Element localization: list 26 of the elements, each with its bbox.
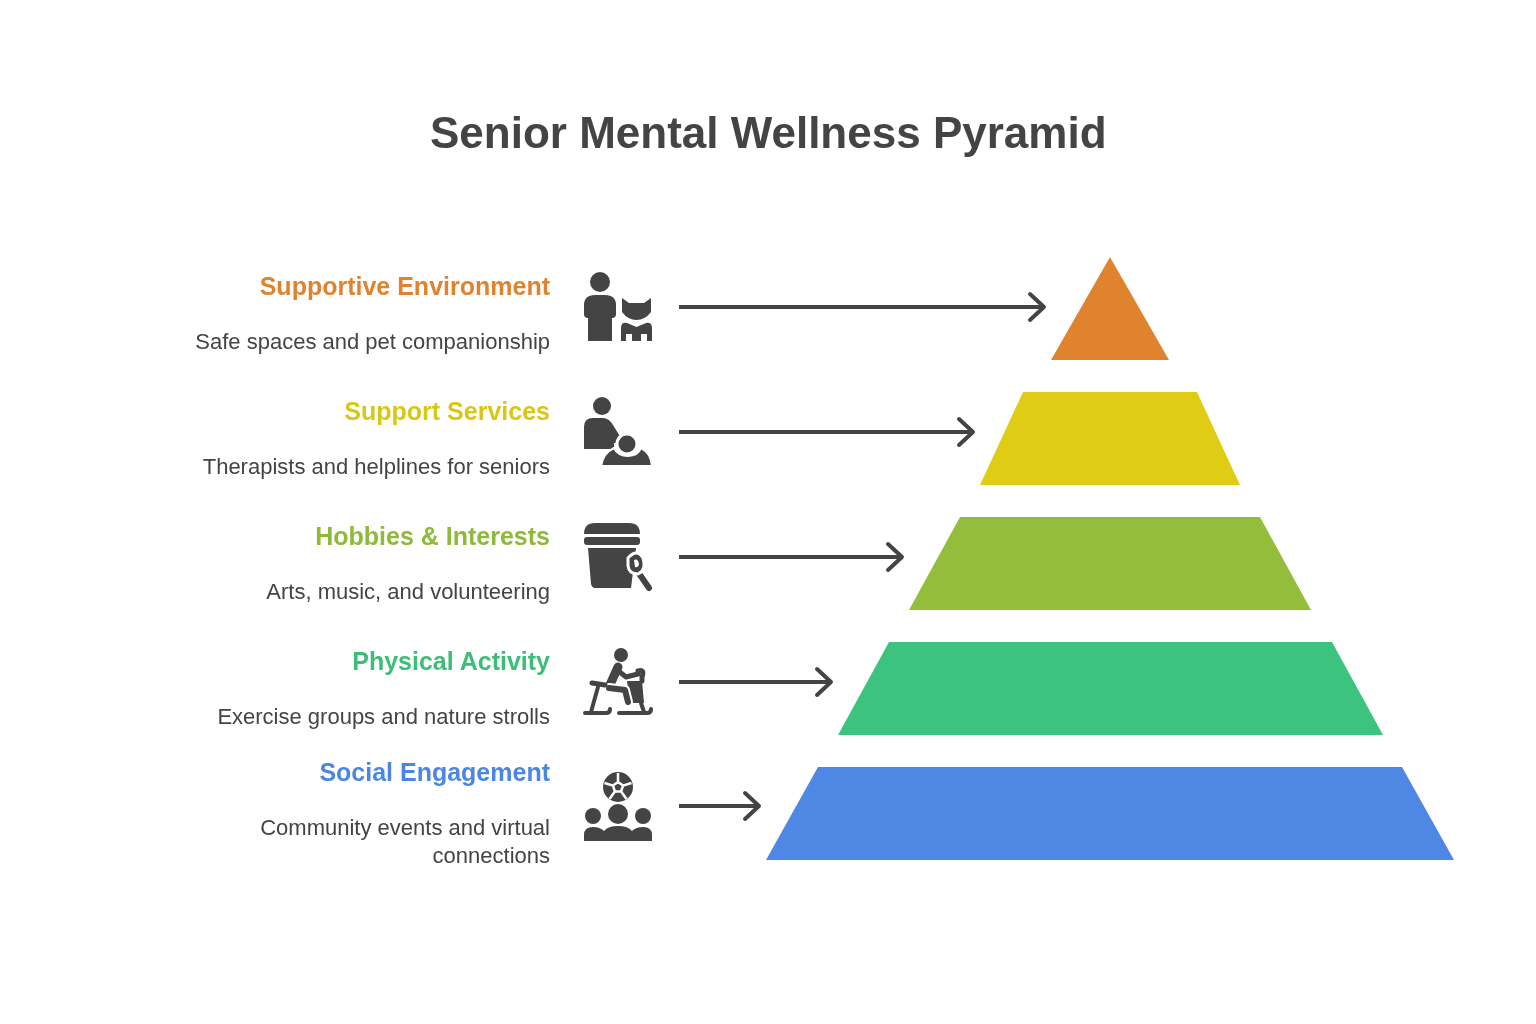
tier-heading: Supportive Environment bbox=[259, 271, 550, 301]
title: Senior Mental Wellness Pyramid bbox=[430, 107, 1107, 159]
tier-description: Therapists and helplines for seniors bbox=[201, 453, 550, 481]
pyramid-tier bbox=[766, 767, 1454, 860]
exercise-bike-icon bbox=[583, 647, 653, 717]
pyramid-triangle bbox=[1051, 257, 1169, 360]
person-with-cat-icon bbox=[583, 272, 653, 342]
arrow bbox=[679, 791, 761, 821]
tier-description: Arts, music, and volunteering bbox=[265, 578, 550, 606]
arrow bbox=[679, 417, 975, 447]
tier-heading: Support Services bbox=[344, 396, 550, 426]
arrow bbox=[679, 542, 904, 572]
tier-heading: Social Engagement bbox=[319, 757, 550, 787]
ball-and-people-icon bbox=[583, 771, 653, 841]
tier-description: Community events and virtual connections bbox=[259, 814, 550, 870]
tier-description: Safe spaces and pet companionship bbox=[194, 328, 550, 356]
tier-heading: Physical Activity bbox=[352, 646, 550, 676]
arrow bbox=[679, 292, 1046, 322]
pyramid-tier bbox=[909, 517, 1311, 610]
pyramid-tier bbox=[838, 642, 1383, 735]
tier-heading: Hobbies & Interests bbox=[315, 521, 550, 551]
caregiver-with-patient-icon bbox=[583, 397, 653, 467]
pyramid-tier bbox=[980, 392, 1240, 485]
arrow bbox=[679, 667, 833, 697]
paint-pot-and-brush-icon bbox=[583, 522, 653, 592]
tier-description: Exercise groups and nature strolls bbox=[216, 703, 550, 731]
